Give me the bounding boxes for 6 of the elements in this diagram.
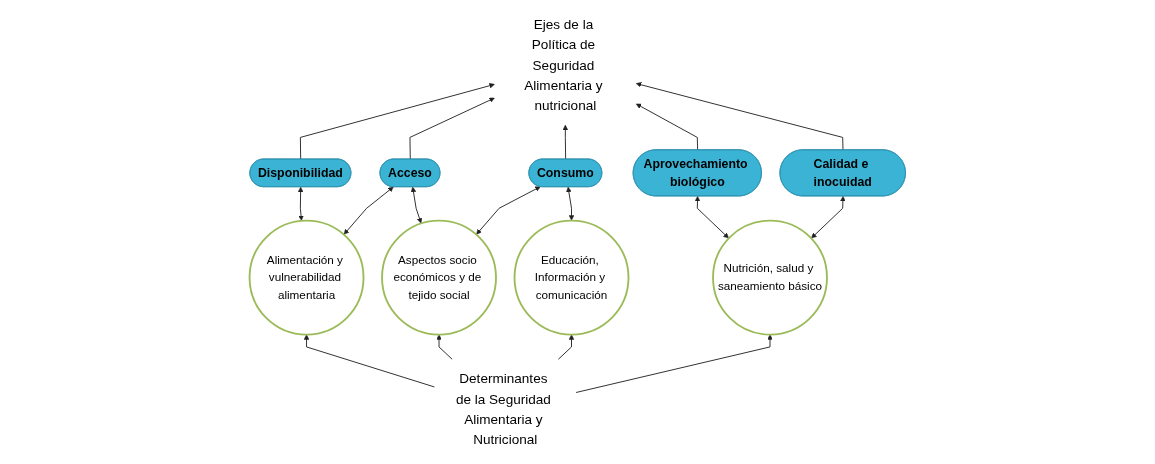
node-text: Determinantes de la Seguridad Alimentaria y Nutricional bbox=[455, 370, 551, 448]
node-circle: Alimentación y vulnerabilidad alimentaria bbox=[248, 219, 365, 336]
node-circle: Aspectos socio económicos y de tejido social bbox=[381, 219, 497, 336]
node-circle: Nutrición, salud y saneamiento básico bbox=[712, 219, 828, 336]
node-text: Ejes de la Política de Seguridad Alimentaria y nutricional bbox=[524, 16, 603, 114]
node-circle: Educación, Información y comunicación bbox=[513, 219, 630, 336]
